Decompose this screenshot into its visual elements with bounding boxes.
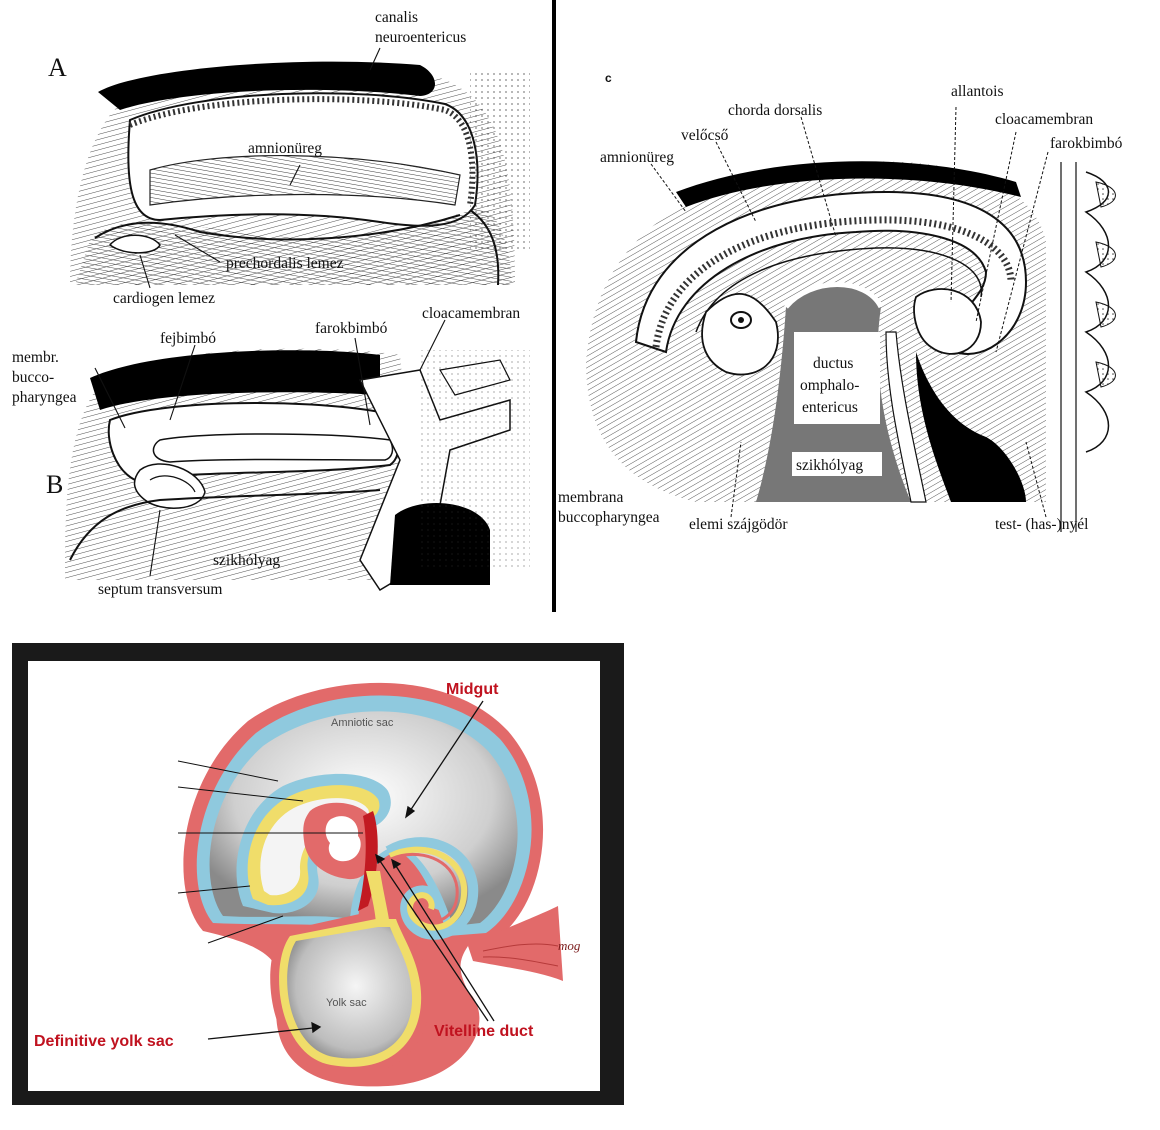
embryo-a-drawing (70, 61, 530, 286)
label-amnionureg-a: amnionüreg (248, 140, 322, 157)
panel-letter-c: c (605, 71, 612, 85)
panel-ab-drawing: A B canalis neuroentericus amnionüreg pr… (12, 9, 530, 598)
label-midgut: Midgut (446, 681, 499, 698)
label-vitelline-duct: Vitelline duct (434, 1023, 534, 1040)
panel-color-drawing: Amniotic sac Yolk sac Midgut Definitive … (34, 681, 581, 1087)
label-neuroentericus: neuroentericus (375, 29, 466, 46)
label-farokbimbo-c: farokbimbó (1050, 135, 1123, 152)
panel-color-leader-lines (177, 760, 363, 944)
label-velocso: velőcső (681, 127, 729, 144)
label-bucco: bucco- (12, 369, 54, 386)
label-elemi-szajgodor: elemi szájgödör (689, 516, 788, 533)
panel-letter-b: B (46, 470, 63, 499)
label-farokbimbo-b: farokbimbó (315, 320, 388, 337)
figure-panel-c: c allantois chorda dorsalis cloacamembra… (556, 62, 1146, 552)
label-szikholyag-c: szikhólyag (796, 457, 863, 474)
label-pharyngea: pharyngea (12, 389, 77, 406)
label-amnionureg-c: amnionüreg (600, 149, 674, 166)
label-amniotic-sac: Amniotic sac (331, 717, 394, 729)
label-cloacamembran-b: cloacamembran (422, 305, 520, 322)
label-chorda: chorda dorsalis (728, 102, 822, 119)
label-buccopharyngea: buccopharyngea (558, 509, 660, 526)
figure-panel-color: Amniotic sac Yolk sac Midgut Definitive … (12, 643, 624, 1105)
label-membr: membr. (12, 349, 59, 366)
label-prechordalis: prechordalis lemez (226, 255, 344, 272)
panel-c-drawing: c allantois chorda dorsalis cloacamembra… (558, 71, 1136, 533)
label-test-nyel: test- (has-)nyél (995, 516, 1088, 533)
panel-color-arrows (207, 700, 495, 1040)
label-ductus-3: entericus (802, 399, 858, 416)
label-membrana: membrana (558, 489, 624, 506)
panel-ab-leader-lines (94, 47, 446, 577)
figure-panel-ab: A B canalis neuroentericus amnionüreg pr… (0, 0, 552, 612)
label-szikholyag-b: szikhólyag (213, 552, 280, 569)
label-cardiogen: cardiogen lemez (113, 290, 215, 307)
label-fejbimbo: fejbimbó (160, 330, 216, 347)
panel-letter-a: A (48, 53, 67, 82)
label-yolk-sac: Yolk sac (326, 997, 367, 1009)
label-allantois: allantois (951, 83, 1004, 100)
label-definitive-yolk-sac: Definitive yolk sac (34, 1033, 174, 1050)
panel-color-canvas: Amniotic sac Yolk sac Midgut Definitive … (28, 661, 600, 1091)
label-ductus-2: omphalo- (800, 377, 859, 394)
label-cloacamembran-c: cloacamembran (995, 111, 1093, 128)
label-signature: mog (558, 938, 581, 953)
label-canalis: canalis (375, 9, 418, 26)
label-ductus-1: ductus (813, 355, 853, 372)
panel-divider (552, 0, 556, 612)
label-septum: septum transversum (98, 581, 222, 598)
panel-c-leader-lines (650, 106, 1049, 518)
embryo-b-drawing (65, 348, 530, 592)
